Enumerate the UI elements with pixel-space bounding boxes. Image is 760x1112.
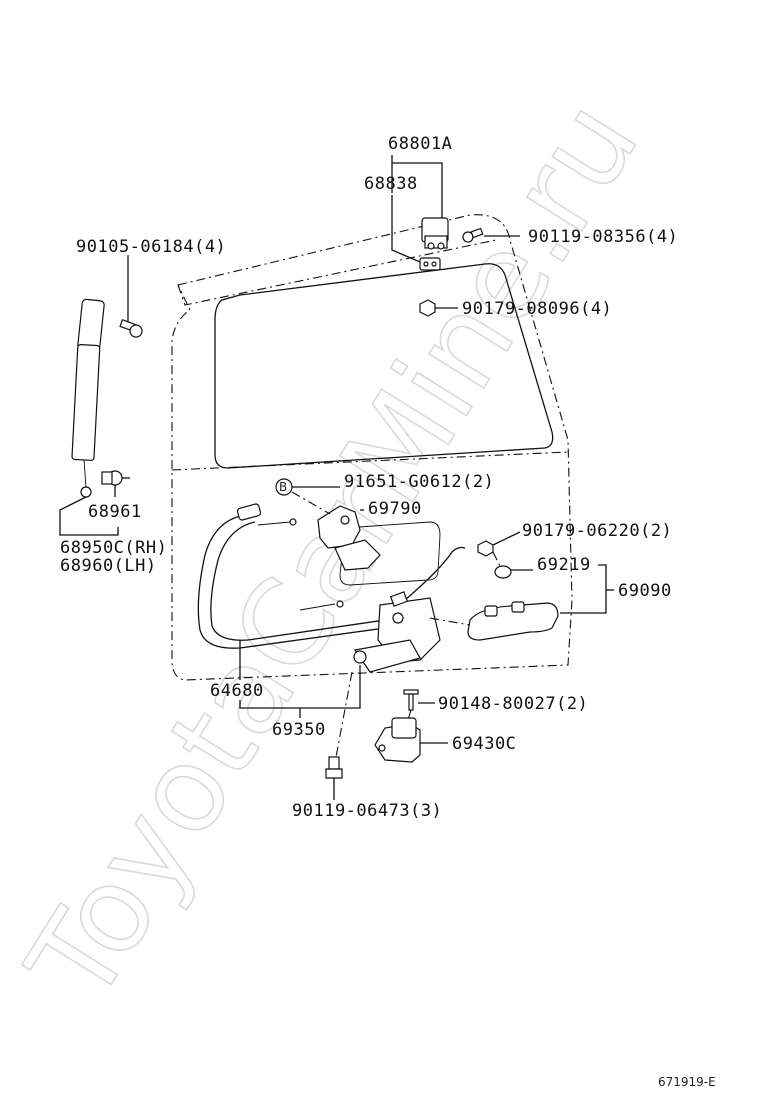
label-90119-06473: 90119-06473(3) [292, 801, 442, 821]
label-69790: 69790 [368, 499, 422, 519]
label-90179-08096: 90179-08096(4) [462, 299, 612, 319]
cable-64680 [197, 503, 386, 649]
nut-90179-06220 [477, 540, 494, 557]
striker-69430C [374, 717, 421, 763]
label-69430C: 69430C [452, 734, 516, 754]
label-91651-G0612: 91651-G0612(2) [344, 472, 494, 492]
callout-b-marker: B [275, 478, 293, 496]
bolt-90105 [119, 319, 143, 338]
back-door-outline [171, 214, 573, 681]
label-90105-06184: 90105-06184(4) [76, 237, 226, 257]
label-69350: 69350 [272, 720, 326, 740]
door-lock-69350 [353, 591, 441, 673]
bolt-90119-08356 [462, 227, 484, 243]
grommet-69219 [494, 565, 512, 579]
label-90148-80027: 90148-80027(2) [438, 694, 588, 714]
label-64680: 64680 [210, 681, 264, 701]
lock-rod [404, 546, 466, 601]
label-68838: 68838 [364, 174, 418, 194]
latch-69790 [317, 505, 381, 571]
nut-90179-08096 [419, 299, 436, 317]
label-68960: 68960(LH) [60, 556, 157, 576]
label-69219: 69219 [537, 555, 591, 575]
hinge-assembly [419, 217, 449, 271]
label-90179-06220: 90179-06220(2) [522, 521, 672, 541]
diagram-id: 671919-E [658, 1075, 716, 1089]
label-68950C: 68950C(RH) [60, 538, 167, 558]
rear-window [214, 263, 554, 469]
outside-handle-69090 [467, 601, 559, 641]
ball-stud-68961 [101, 470, 130, 486]
label-69090: 69090 [618, 581, 672, 601]
screw-90148-80027 [403, 689, 419, 711]
bolt-90119-06473 [325, 756, 343, 779]
part-labels: 68801A 68838 90119-08356(4) 90105-06184(… [60, 134, 678, 821]
plate-recess [339, 521, 441, 586]
label-68801A: 68801A [388, 134, 452, 154]
gas-strut [71, 298, 105, 498]
label-68961: 68961 [88, 502, 142, 522]
leader-lines [59, 155, 614, 800]
svg-text:B: B [279, 480, 287, 494]
label-90119-08356: 90119-08356(4) [528, 227, 678, 247]
